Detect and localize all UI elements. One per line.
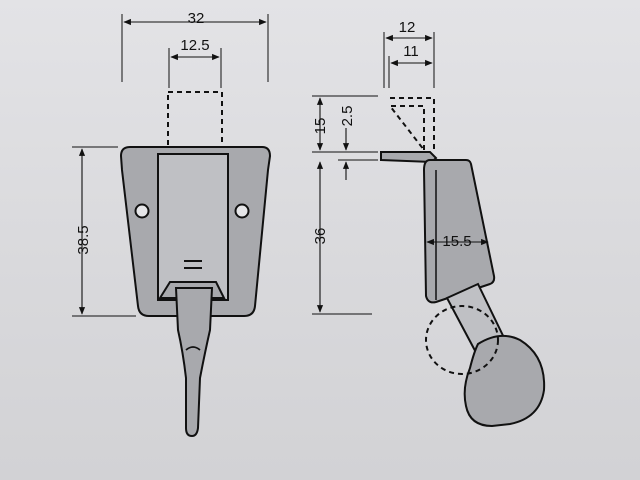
dim-label-height: 38.5 bbox=[75, 225, 92, 254]
front-view: 32 12.5 38.5 bbox=[72, 10, 272, 438]
dim-label-depth-top: 12 bbox=[399, 19, 416, 36]
dim-label-width-slot: 12.5 bbox=[180, 37, 209, 54]
lever-grip-mark bbox=[185, 346, 201, 351]
dim-label-depth-inner: 11 bbox=[403, 43, 419, 60]
dim-label-upper: 15 bbox=[312, 118, 329, 135]
hidden-rotation-arc bbox=[425, 305, 499, 375]
hidden-tab-outline bbox=[167, 91, 223, 151]
dim-label-width-total: 32 bbox=[188, 10, 205, 27]
side-lever-knob bbox=[463, 334, 546, 428]
hidden-hook-outline bbox=[387, 97, 435, 153]
lever-handle bbox=[174, 287, 214, 438]
side-body bbox=[422, 159, 496, 304]
screw-hole-left bbox=[134, 203, 150, 219]
screw-hole-right bbox=[234, 203, 250, 219]
dim-label-lip: 2.5 bbox=[339, 106, 356, 127]
side-view: 12 11 15 2.5 36 15.5 bbox=[312, 19, 546, 428]
dim-label-body-depth: 15.5 bbox=[442, 233, 471, 250]
dim-label-side-height: 36 bbox=[312, 228, 329, 245]
front-slot bbox=[157, 153, 229, 301]
